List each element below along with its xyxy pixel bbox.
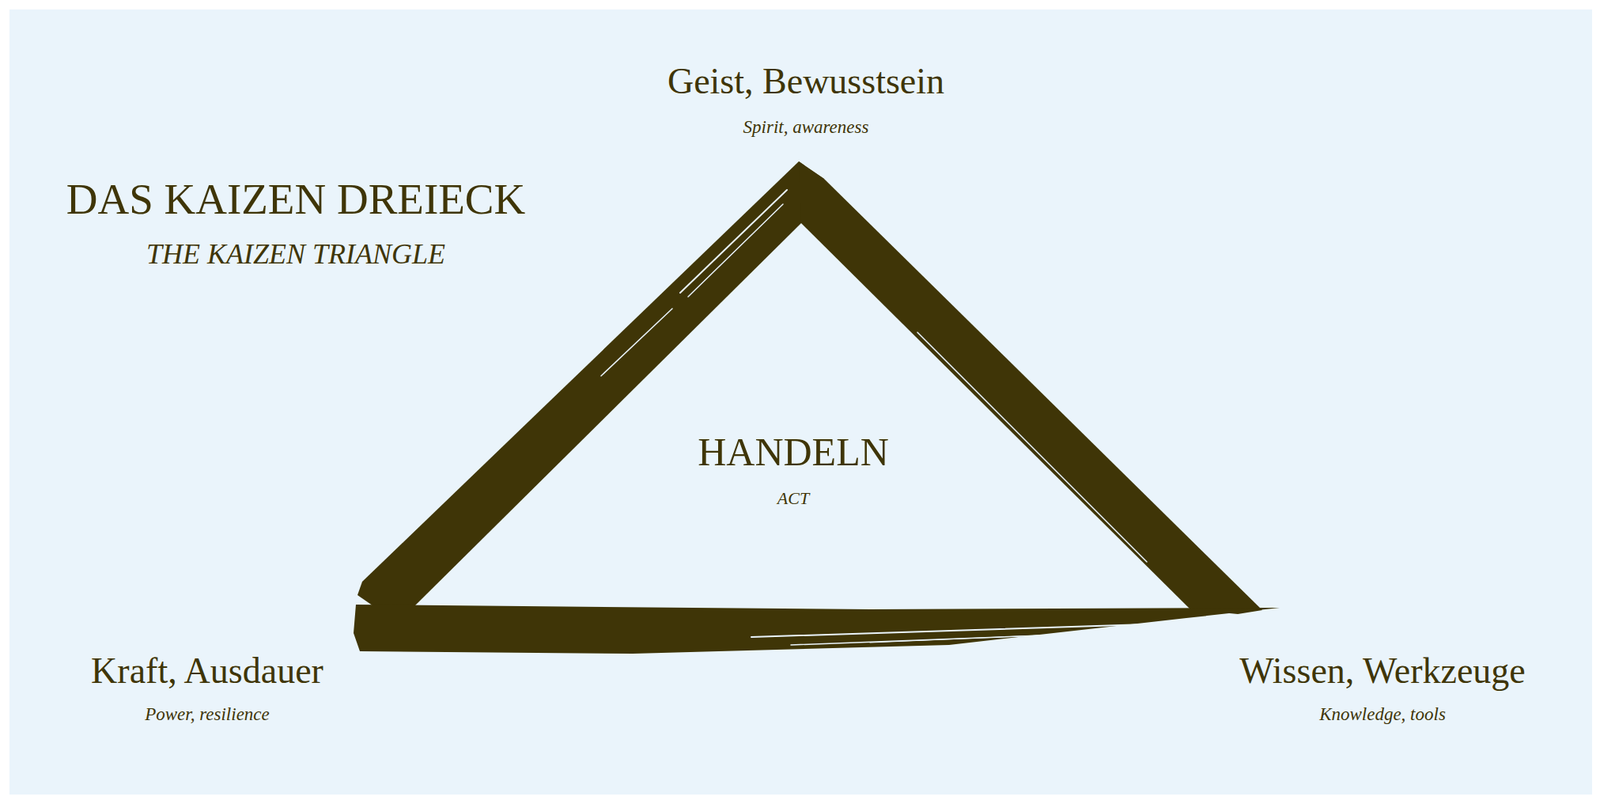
kaizen-triangle: HANDELN ACT — [340, 150, 1290, 657]
node-text: HANDELN ACT — [697, 427, 889, 509]
triangle-outline — [340, 150, 1290, 657]
brush-stroke — [798, 161, 1263, 614]
brush-streak — [680, 189, 787, 293]
corner-translation: Power, resilience — [144, 703, 270, 726]
corner-label: Kraft, Ausdauer — [90, 648, 324, 693]
corner-translation: Knowledge, tools — [1319, 703, 1446, 726]
brush-streak — [751, 622, 1195, 637]
center-label: HANDELN — [697, 427, 889, 476]
subtitle: THE KAIZEN TRIANGLE — [146, 237, 446, 272]
brush-streak — [917, 332, 1147, 562]
diagram-title: DAS KAIZEN DREIECK — [66, 173, 526, 226]
corner-label: Wissen, Werkzeuge — [1239, 648, 1525, 693]
brush-stroke — [357, 161, 825, 609]
brush-streak — [688, 204, 783, 297]
corner-translation: Spirit, awareness — [743, 116, 870, 139]
corner-label: Geist, Bewusstsein — [667, 59, 945, 103]
brush-streak — [949, 371, 1108, 530]
brush-stroke — [353, 604, 1280, 654]
brush-streak — [601, 308, 673, 376]
center-translation: ACT — [777, 487, 810, 509]
brush-streak — [869, 628, 1187, 643]
